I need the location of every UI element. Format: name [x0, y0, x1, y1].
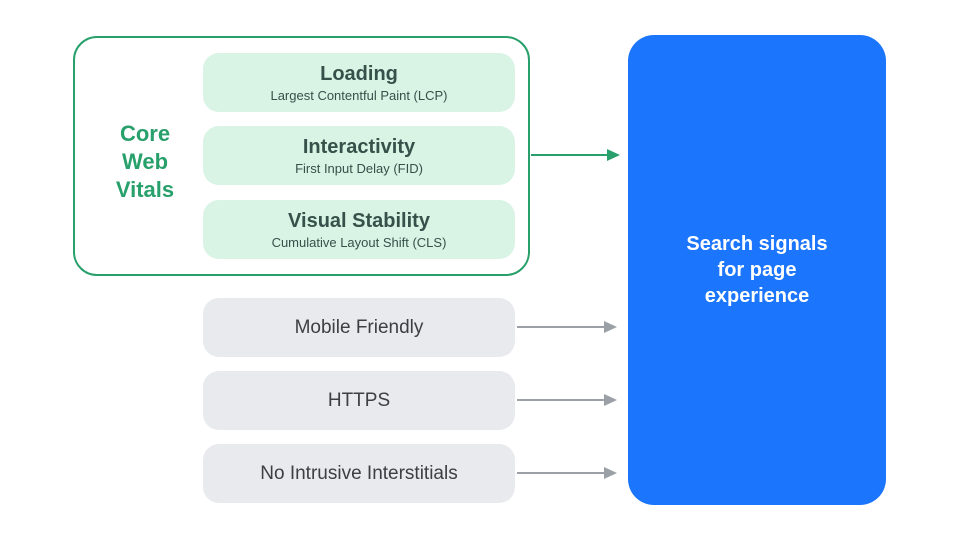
metric-title-loading: Loading [320, 62, 398, 85]
metric-card-loading: Loading Largest Contentful Paint (LCP) [203, 53, 515, 112]
metric-card-interactivity: Interactivity First Input Delay (FID) [203, 126, 515, 185]
metric-card-visual-stability: Visual Stability Cumulative Layout Shift… [203, 200, 515, 259]
search-signals-panel: Search signals for page experience [628, 35, 886, 505]
metric-title-visual-stability: Visual Stability [288, 209, 430, 232]
arrow-https-icon [517, 394, 617, 406]
arrow-mobile-friendly-icon [517, 321, 617, 333]
signal-pill-mobile-friendly: Mobile Friendly [203, 298, 515, 357]
metric-subtitle-cls: Cumulative Layout Shift (CLS) [271, 234, 447, 250]
arrow-core-web-vitals-icon [531, 149, 620, 161]
core-web-vitals-group: Core Web Vitals Loading Largest Contentf… [73, 36, 530, 276]
search-signals-title: Search signals for page experience [686, 233, 828, 307]
signal-pill-https: HTTPS [203, 371, 515, 430]
signal-pill-no-intrusive-interstitials: No Intrusive Interstitials [203, 444, 515, 503]
metric-title-interactivity: Interactivity [302, 135, 416, 158]
metric-subtitle-lcp: Largest Contentful Paint (LCP) [270, 87, 448, 103]
metric-subtitle-fid: First Input Delay (FID) [295, 160, 423, 176]
arrow-no-intrusive-interstitials-icon [517, 467, 617, 479]
core-web-vitals-label: Core Web Vitals [115, 121, 175, 202]
